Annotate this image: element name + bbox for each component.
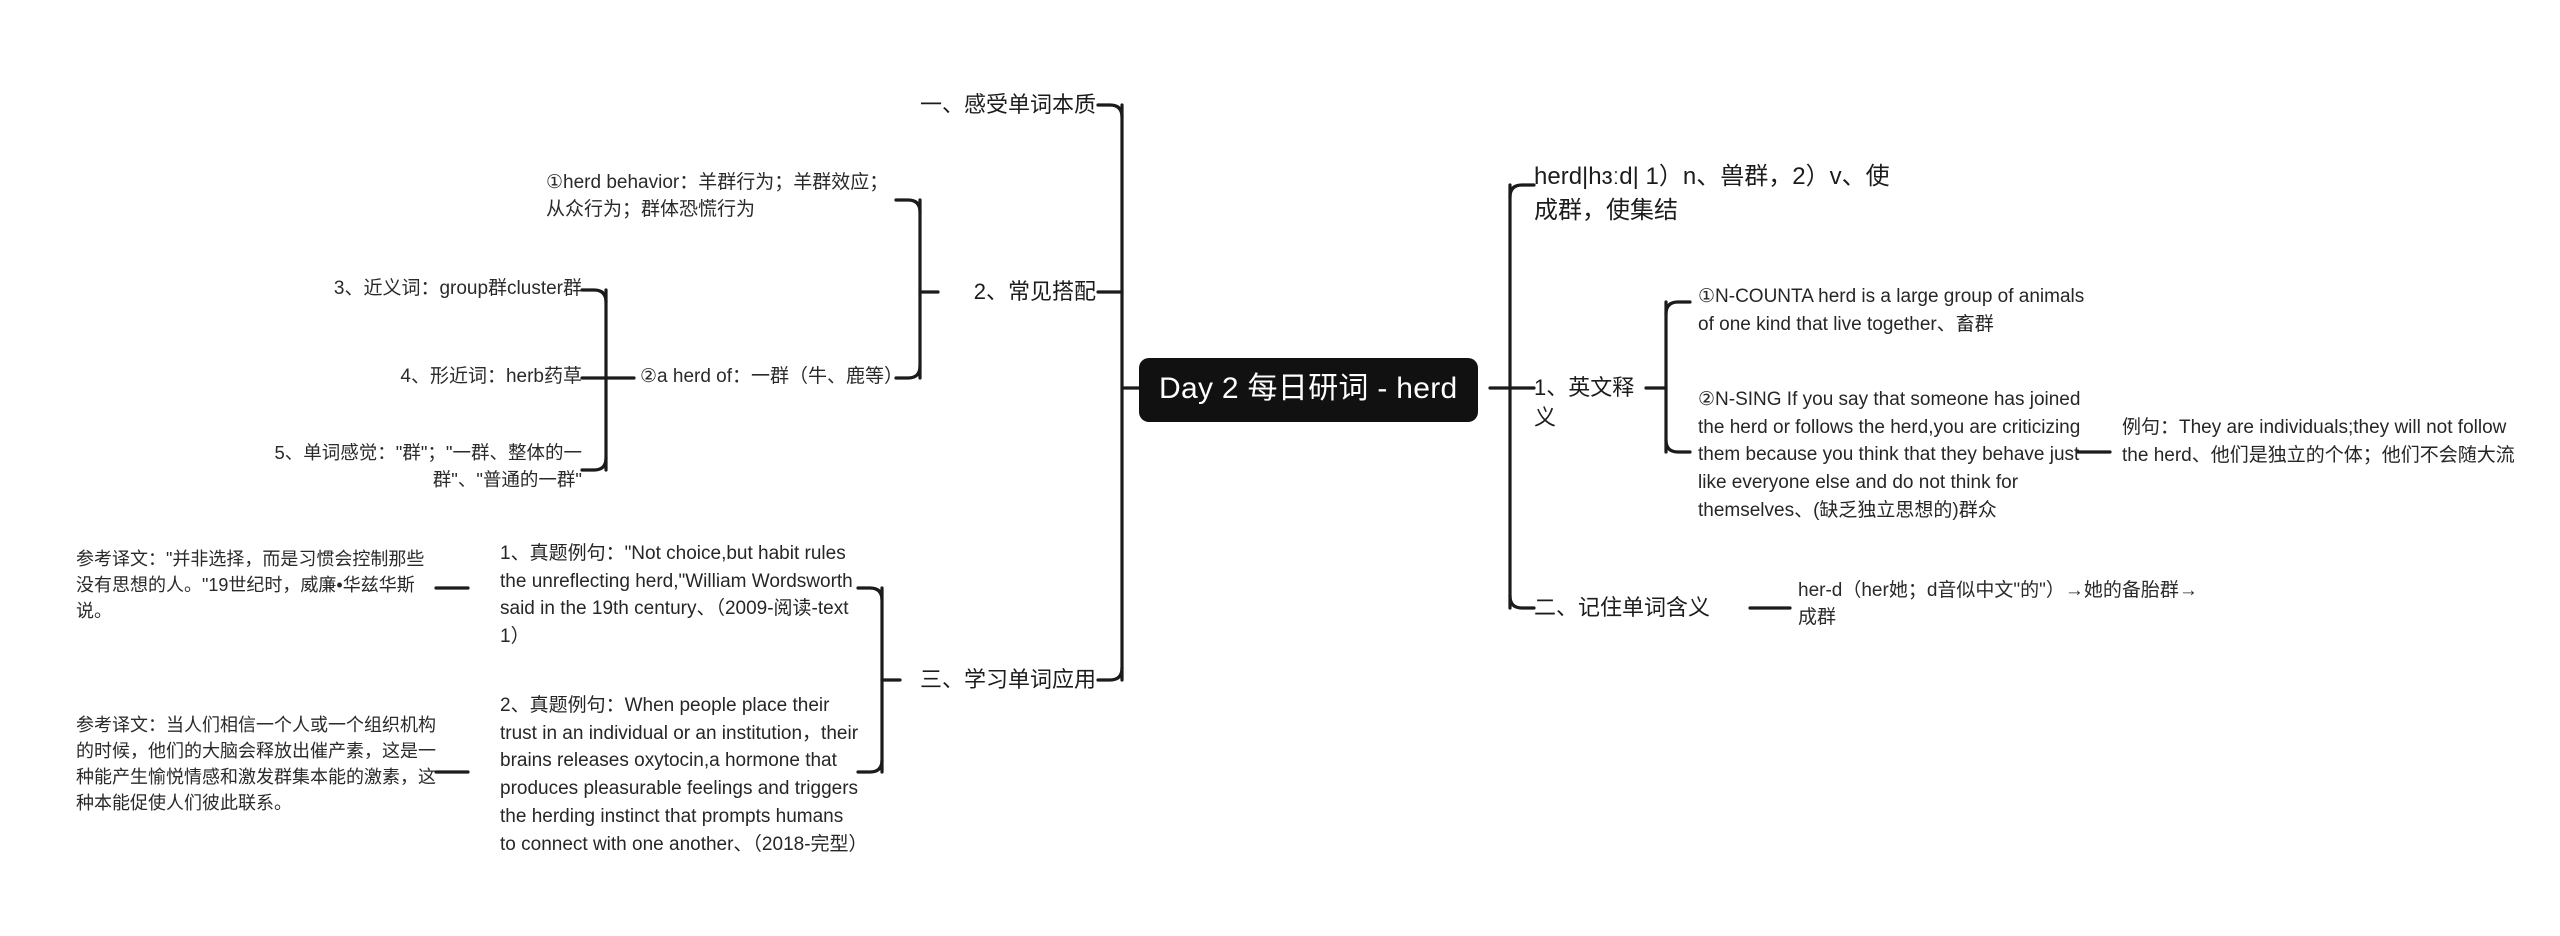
headword-node[interactable]: herd|hɜːd| 1）n、兽群，2）v、使成群，使集结: [1534, 160, 1906, 227]
link-wordfeel: [580, 456, 608, 472]
collocation-item-1-text: ①herd behavior：羊群行为；羊群效应；从众行为；群体恐慌行为: [546, 172, 889, 220]
link-spine-headword: [1508, 183, 1536, 199]
link-b4-def1: [1664, 300, 1692, 316]
branch-english-definition-label: 1、英文释义: [1534, 375, 1635, 430]
root-label: Day 2 每日研词 - herd: [1159, 372, 1458, 405]
reference-translation-2[interactable]: 参考译文：当人们相信一个人或一个组织机构的时候，他们的大脑会释放出催产素，这是一…: [76, 712, 436, 816]
link-b3-item1: [856, 586, 884, 602]
collocation-item-2[interactable]: ②a herd of：一群（牛、鹿等）: [640, 364, 904, 391]
branch-common-collocations[interactable]: 2、常见搭配: [936, 277, 1096, 307]
definition-item-1[interactable]: ①N-COUNTA herd is a large group of anima…: [1698, 283, 2090, 338]
real-exam-example-1[interactable]: 1、真题例句："Not choice,but habit rules the u…: [500, 540, 860, 651]
mnemonic-text: her-d（her她；d音似中文"的"）→她的备胎群→成群: [1798, 580, 2198, 628]
link-spine-b3: [1096, 666, 1124, 682]
link-spine-b1: [1096, 103, 1124, 119]
definition-item-2[interactable]: ②N-SING If you say that someone has join…: [1698, 386, 2090, 525]
synonyms-node[interactable]: 3、近义词：group群cluster群: [292, 276, 582, 303]
link-b3-item2: [856, 758, 884, 774]
word-feeling-node[interactable]: 5、单词感觉："群"；"一群、整体的一群"、"普通的一群": [232, 440, 583, 494]
real-exam-example-2[interactable]: 2、真题例句：When people place their trust in …: [500, 692, 868, 858]
headword-text: herd|hɜːd| 1）n、兽群，2）v、使成群，使集结: [1534, 163, 1890, 224]
branch-remember-meaning[interactable]: 二、记住单词含义: [1534, 593, 1754, 623]
similar-words-node[interactable]: 4、形近词：herb药草: [342, 364, 582, 391]
word-feeling-text: 5、单词感觉："群"；"一群、整体的一群"、"普通的一群": [274, 442, 583, 490]
reference-translation-1-text: 参考译文："并非选择，而是习惯会控制那些没有思想的人。"19世纪时，威廉•华兹华…: [76, 549, 425, 622]
root-node[interactable]: Day 2 每日研词 - herd: [1139, 358, 1478, 422]
real-exam-example-1-text: 1、真题例句："Not choice,but habit rules the u…: [500, 543, 859, 648]
real-exam-example-2-text: 2、真题例句：When people place their trust in …: [500, 695, 868, 855]
example-sentence-node[interactable]: 例句：They are individuals;they will not fo…: [2122, 414, 2522, 469]
synonyms-text: 3、近义词：group群cluster群: [333, 278, 582, 299]
link-synonyms: [580, 288, 608, 304]
branch-word-application[interactable]: 三、学习单词应用: [858, 665, 1096, 695]
reference-translation-1[interactable]: 参考译文："并非选择，而是习惯会控制那些没有思想的人。"19世纪时，威廉•华兹华…: [76, 546, 436, 624]
collocation-item-2-text: ②a herd of：一群（牛、鹿等）: [640, 366, 904, 387]
reference-translation-2-text: 参考译文：当人们相信一个人或一个组织机构的时候，他们的大脑会释放出催产素，这是一…: [76, 715, 436, 814]
branch-word-application-label: 三、学习单词应用: [919, 667, 1096, 692]
link-b4-def2: [1664, 438, 1692, 454]
definition-item-2-text: ②N-SING If you say that someone has join…: [1698, 389, 2086, 521]
branch-common-collocations-label: 2、常见搭配: [973, 279, 1096, 304]
branch-feel-essence[interactable]: 一、感受单词本质: [838, 90, 1096, 120]
similar-words-text: 4、形近词：herb药草: [400, 366, 582, 387]
branch-english-definition[interactable]: 1、英文释义: [1534, 373, 1654, 432]
collocation-item-1[interactable]: ①herd behavior：羊群行为；羊群效应；从众行为；群体恐慌行为: [546, 170, 898, 224]
link-b2-item1: [894, 198, 922, 214]
definition-item-1-text: ①N-COUNTA herd is a large group of anima…: [1698, 286, 2090, 335]
branch-feel-essence-label: 一、感受单词本质: [919, 92, 1096, 117]
branch-remember-meaning-label: 二、记住单词含义: [1534, 595, 1711, 620]
mnemonic-node[interactable]: her-d（her她；d音似中文"的"）→她的备胎群→成群: [1798, 578, 2198, 632]
link-spine-b5: [1508, 594, 1536, 610]
example-sentence-text: 例句：They are individuals;they will not fo…: [2122, 417, 2515, 466]
